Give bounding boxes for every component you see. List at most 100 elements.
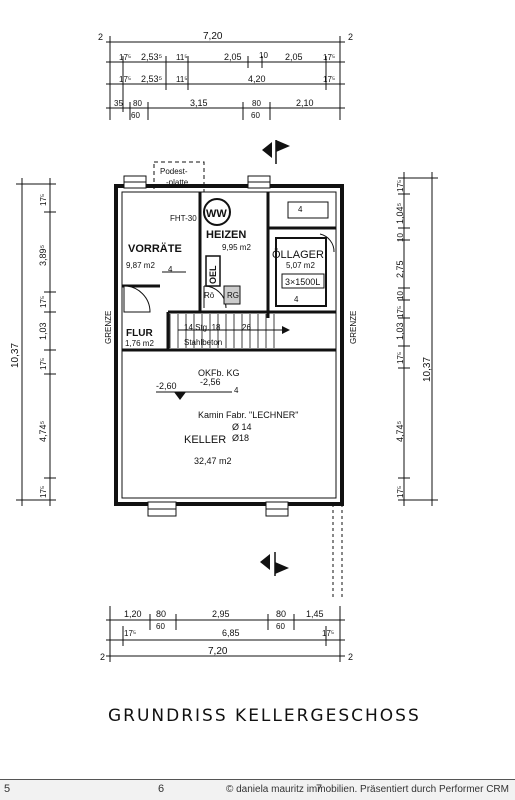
ruler-number: 5 [4, 783, 11, 795]
top-row3-sub2: 60 [251, 111, 260, 120]
kamin-diameter-1: Ø 14 [232, 422, 252, 432]
bottom-corner-right: 2 [348, 652, 353, 662]
right-seg-5: 10 [396, 291, 405, 300]
level-main: -2,60 [156, 381, 177, 391]
level-mark [174, 392, 186, 400]
bottom-row2-d1: 17⁵ [124, 629, 136, 638]
plan-title: GRUNDRISS KELLERGESCHOSS [108, 706, 421, 726]
footer-bar: 5 6 7 © daniela mauritz immobilien. Präs… [0, 779, 515, 800]
top-total-dimension: 7,20 [203, 31, 223, 42]
left-seg-7: 17⁵ [39, 486, 48, 498]
bottom-row2-d2: 6,85 [222, 628, 240, 638]
platte-label: -platte [166, 178, 189, 187]
top-row1-d4: 2,05 [224, 52, 242, 62]
level-secondary: -2,56 [200, 377, 221, 387]
flur-area: 1,76 m2 [125, 339, 154, 348]
floor-plan: 2 7,20 2 17⁵ 2,53⁵ 11⁵ 2,05 10 2,05 17⁵ … [10, 31, 438, 662]
bottom-dimension-chains [106, 606, 345, 662]
fht-label: FHT-30 [170, 214, 197, 223]
bottom-row1-sub2: 60 [276, 622, 285, 631]
grenze-left: GRENZE [104, 311, 113, 344]
bottom-row2-d3: 17⁵ [322, 629, 334, 638]
right-total-dimension: 10,37 [422, 357, 433, 382]
right-seg-10: 17⁵ [396, 486, 405, 498]
top-row2-d2: 2,53⁵ [141, 74, 163, 84]
heizen-door-width: 4 [298, 205, 303, 214]
bottom-row1-d4: 80 [276, 609, 286, 619]
oellager-label: ÖLLAGER [272, 249, 324, 261]
stair-treads [169, 314, 275, 348]
ww-label: WW [206, 208, 227, 220]
oellager-door-width: 4 [294, 295, 299, 304]
left-seg-1: 17⁵ [39, 194, 48, 206]
roh-label: Rö [204, 291, 215, 300]
bottom-corner-left: 2 [100, 652, 105, 662]
bottom-total-dimension: 7,20 [208, 646, 228, 657]
footer-credit: © daniela mauritz immobilien. Präsentier… [225, 784, 509, 795]
stairs-material: Stahlbeton [184, 338, 222, 347]
grenze-right: GRENZE [349, 311, 358, 344]
windows [123, 175, 289, 517]
roh2-label: RG [227, 291, 239, 300]
right-seg-2: 1,04⁵ [395, 202, 405, 224]
tank-label-box [281, 273, 325, 289]
stairs-size: 26 [242, 323, 251, 332]
right-seg-1: 17⁵ [396, 180, 405, 192]
section-marker-bottom [260, 552, 289, 576]
vorraete-area: 9,87 m2 [126, 261, 155, 270]
left-total-dimension: 10,37 [10, 343, 21, 368]
top-row3-d1: 35 [114, 99, 123, 108]
top-row2-d1: 17⁵ [119, 75, 131, 84]
keller-label: KELLER [184, 434, 226, 446]
top-row1-d5: 10 [259, 51, 268, 60]
heizen-shelf [287, 201, 329, 219]
top-row1-d6: 2,05 [285, 52, 303, 62]
right-seg-6: 17⁵ [396, 306, 405, 318]
building-walls [114, 184, 344, 506]
ruler-number: 7 [316, 783, 323, 795]
kamin-label: Kamin Fabr. "LECHNER" [198, 410, 298, 420]
top-corner-left: 2 [98, 32, 103, 42]
left-seg-2: 3,89⁵ [38, 244, 48, 266]
bottom-row1-d2: 80 [156, 609, 166, 619]
okfb-label: OKFb. KG [198, 368, 240, 378]
right-seg-3: 10 [396, 233, 405, 242]
stairs-count: 14 Stg. 18 [184, 323, 221, 332]
top-row3-d4: 80 [252, 99, 261, 108]
top-row1-d7: 17⁵ [323, 53, 335, 62]
stair-arrow-head [282, 326, 290, 334]
flur-label: FLUR [126, 328, 153, 339]
bottom-row1-d3: 2,95 [212, 609, 230, 619]
right-seg-4: 2,75 [395, 260, 405, 278]
vorraete-door-width: 4 [168, 265, 173, 274]
keller-area: 32,47 m2 [194, 456, 232, 466]
top-row1-d2: 2,53⁵ [141, 52, 163, 62]
left-seg-5: 17⁵ [39, 358, 48, 370]
heizen-label: HEIZEN [206, 229, 246, 241]
section-marker-top [262, 140, 290, 164]
right-seg-7: 1,03 [395, 322, 405, 340]
oellager-area: 5,07 m2 [286, 261, 315, 270]
oil-tank-box [275, 237, 327, 307]
right-seg-9: 4,74⁵ [395, 420, 405, 442]
podest-label: Podest- [160, 167, 188, 176]
left-seg-6: 4,74⁵ [38, 420, 48, 442]
warm-water-tank [203, 198, 231, 226]
top-row1-d1: 17⁵ [119, 53, 131, 62]
left-dimension-chain [16, 178, 56, 506]
bottom-row1-d5: 1,45 [306, 609, 324, 619]
top-corner-right: 2 [348, 32, 353, 42]
oel-label: OEL [208, 265, 218, 284]
heizen-area: 9,95 m2 [222, 243, 251, 252]
top-row3-d5: 2,10 [296, 98, 314, 108]
top-row1-d3: 11⁵ [176, 53, 188, 62]
exterior-dashed-lines [332, 504, 343, 600]
kamin-diameter-2: Ø18 [232, 433, 249, 443]
chimney [223, 285, 241, 305]
vorraete-label: VORRÄTE [128, 242, 182, 255]
top-row3-d2: 80 [133, 99, 142, 108]
bottom-row1-sub1: 60 [156, 622, 165, 631]
ruler-number: 6 [158, 783, 165, 795]
level-door-width: 4 [234, 386, 239, 395]
tank-capacity: 3×1500L [285, 277, 320, 287]
